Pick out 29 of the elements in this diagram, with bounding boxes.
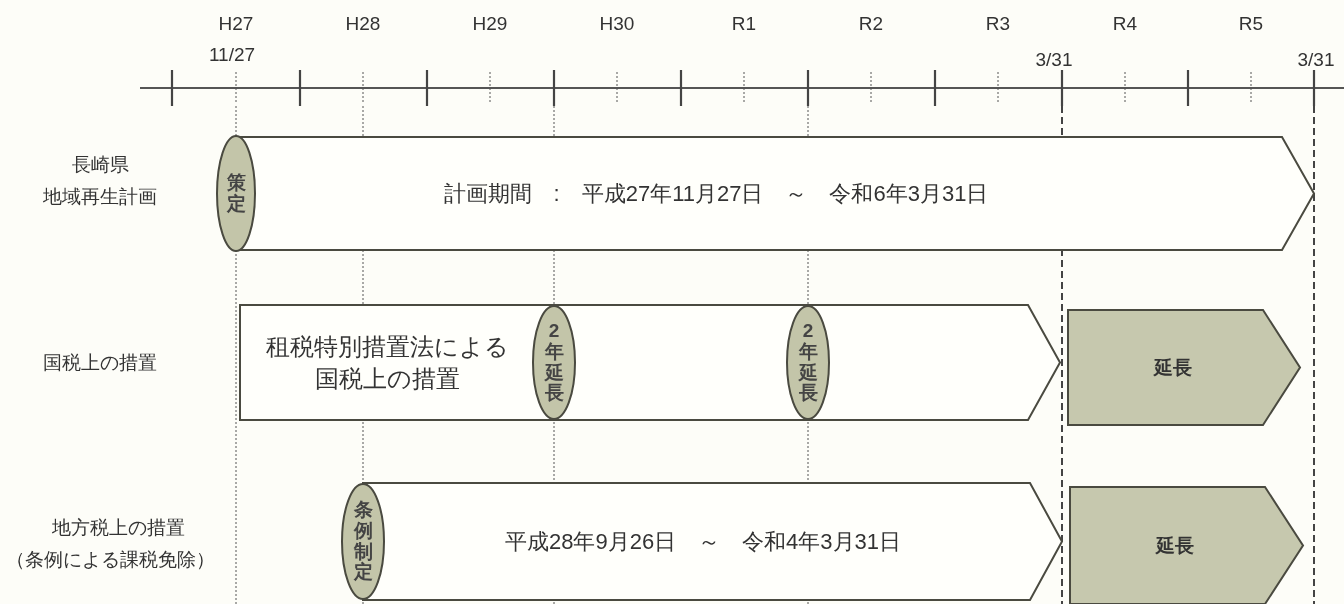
year-label: H27 (218, 13, 254, 35)
arrow-text: 延長 (1152, 355, 1193, 380)
date-label: 3/31 (1035, 49, 1073, 71)
year-label: H28 (345, 13, 381, 35)
arrow-text: 平成28年9月26日 ～ 令和4年3月31日 (503, 527, 903, 556)
year-label: H29 (472, 13, 508, 35)
period-band (240, 305, 1060, 420)
year-label: R1 (731, 13, 757, 35)
arrow-text: 租税特別措置法による国税上の措置 (265, 331, 510, 394)
arrow-text: 計画期間 : 平成27年11月27日 ～ 令和6年3月31日 (442, 179, 990, 208)
row-label: 地方税上の措置 (51, 516, 185, 540)
year-label: R5 (1238, 13, 1264, 35)
row-label: 長崎県 (71, 153, 129, 177)
year-label: R4 (1112, 13, 1138, 35)
extension-band (1068, 310, 1300, 425)
milestone-oval: 2年延長 (532, 305, 576, 420)
extension-band (1070, 487, 1303, 604)
milestone-oval: 2年延長 (786, 305, 830, 420)
year-label: R3 (985, 13, 1011, 35)
row-label: 国税上の措置 (43, 351, 157, 375)
date-label: 3/31 (1297, 49, 1335, 71)
row-label: 地域再生計画 (43, 185, 157, 209)
row-label: （条例による課税免除） (5, 548, 215, 572)
arrow-text: 延長 (1154, 533, 1195, 558)
milestone-oval: 条例制定 (341, 483, 385, 600)
year-label: R2 (858, 13, 884, 35)
date-label: 11/27 (208, 44, 256, 66)
year-label: H30 (599, 13, 635, 35)
milestone-oval: 策定 (216, 135, 256, 252)
